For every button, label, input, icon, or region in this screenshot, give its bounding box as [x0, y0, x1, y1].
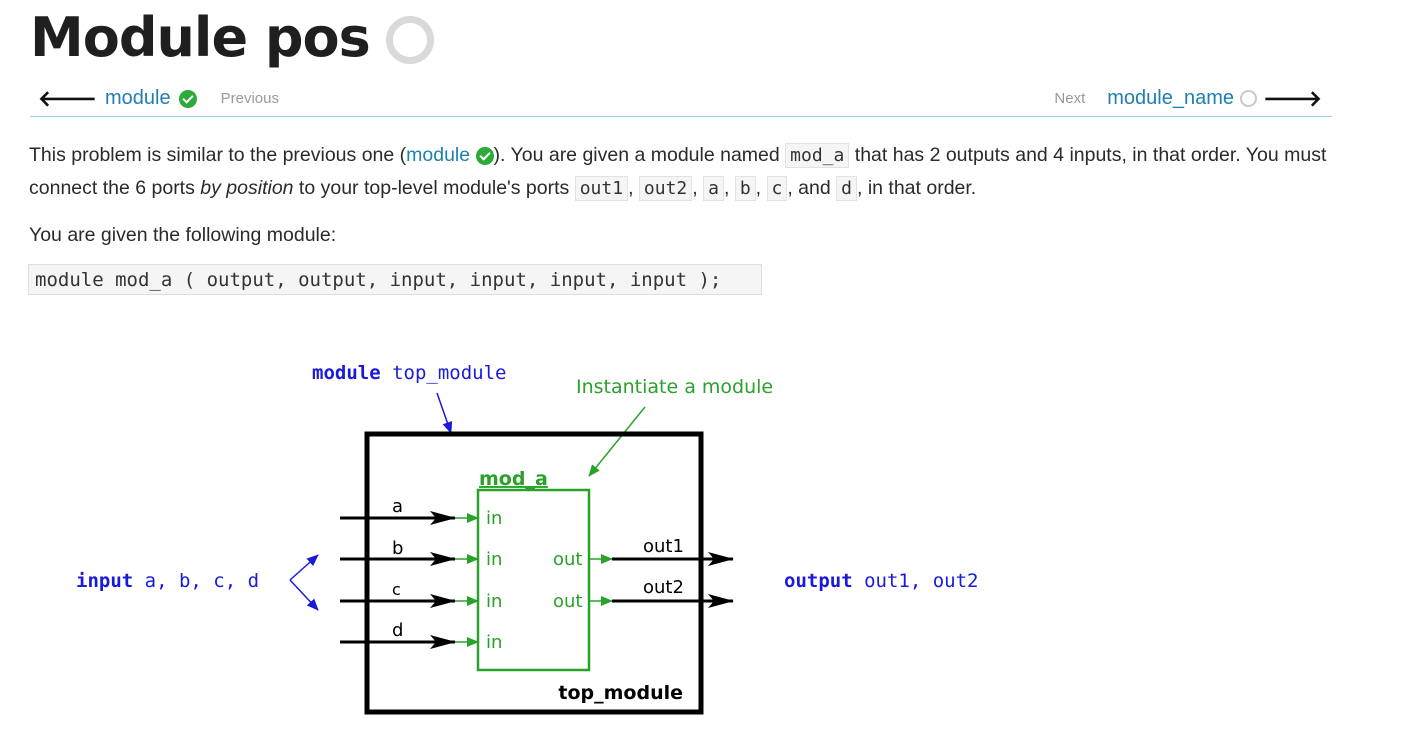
unsolved-ring-icon: [1240, 90, 1257, 107]
previous-hint: Previous: [220, 90, 279, 107]
input-pointer-up: [289, 554, 319, 581]
previous-problem-inline-link[interactable]: module: [406, 144, 471, 166]
mod-a-label: mod_a: [479, 468, 548, 490]
input-pointer-down: [289, 579, 319, 611]
next-hint: Next: [1054, 90, 1086, 107]
port-out-label: out: [553, 591, 582, 612]
mod-a-box: [476, 488, 591, 672]
top-module-box: [364, 431, 704, 715]
port-in-label: in: [486, 508, 502, 529]
top-module-label: top_module: [558, 682, 683, 704]
given-module-text: You are given the following module:: [29, 224, 337, 246]
text-span: , in that order.: [856, 177, 977, 199]
port-in-label: in: [486, 549, 502, 570]
port-out-label: out: [553, 549, 582, 570]
status-ring-icon: [385, 15, 434, 64]
arrow-right-icon[interactable]: 🡒: [1263, 85, 1322, 111]
page-title: Module pos: [30, 6, 434, 69]
check-icon: [178, 89, 197, 108]
signal-out2-label: out2: [643, 577, 684, 598]
signal-d-label: d: [392, 620, 403, 641]
separator: ,: [628, 177, 639, 199]
code-b: b: [734, 176, 756, 201]
nav-previous: 🡐 module Previous: [38, 87, 279, 110]
page-title-text: Module pos: [30, 6, 371, 69]
text-span: This problem is similar to the previous …: [29, 144, 407, 166]
text-span: ). You are given a module named: [493, 144, 786, 166]
problem-description: This problem is similar to the previous …: [29, 139, 1349, 205]
text-span: that has 2 outputs and 4 inputs, in that…: [29, 144, 1327, 199]
module-pointer-arrow: [436, 392, 453, 434]
separator: ,: [692, 177, 704, 199]
module-diagram: module top_module Instantiate a module t…: [76, 362, 978, 715]
output-declaration: output out1, out2: [784, 570, 978, 592]
instantiate-label: Instantiate a module: [576, 376, 773, 398]
emphasis: by position: [200, 177, 294, 199]
check-icon: [475, 146, 494, 165]
code-block: module mod_a ( output, output, input, in…: [28, 264, 762, 295]
signal-b-label: b: [392, 538, 403, 559]
code-out2: out2: [638, 176, 693, 201]
output-wires: [589, 552, 734, 608]
nav-next: Next module_name 🡒: [1054, 87, 1322, 110]
port-in-label: in: [486, 632, 502, 653]
code-mod-a: mod_a: [785, 143, 850, 168]
code-out1: out1: [574, 176, 629, 201]
code-c: c: [766, 176, 788, 201]
input-declaration: input a, b, c, d: [76, 570, 259, 592]
code-a: a: [703, 176, 724, 201]
signal-a-label: a: [392, 496, 403, 517]
module-keyword-label: module top_module: [312, 362, 506, 384]
next-problem-link[interactable]: module_name: [1107, 87, 1234, 109]
port-in-label: in: [486, 591, 502, 612]
previous-problem-link[interactable]: module: [105, 87, 171, 109]
text-span: to your top-level module's ports: [293, 177, 575, 199]
text-span: , and: [787, 177, 837, 199]
problem-navigation: 🡐 module Previous Next module_name 🡒: [30, 84, 1332, 117]
input-wires: [340, 511, 479, 649]
code-d: d: [836, 176, 857, 201]
signal-out1-label: out1: [643, 536, 684, 557]
separator: ,: [755, 177, 767, 199]
instantiate-pointer-arrow: [588, 406, 646, 477]
arrow-left-icon[interactable]: 🡐: [38, 85, 97, 111]
signal-c-label: c: [392, 580, 401, 599]
separator: ,: [723, 177, 735, 199]
